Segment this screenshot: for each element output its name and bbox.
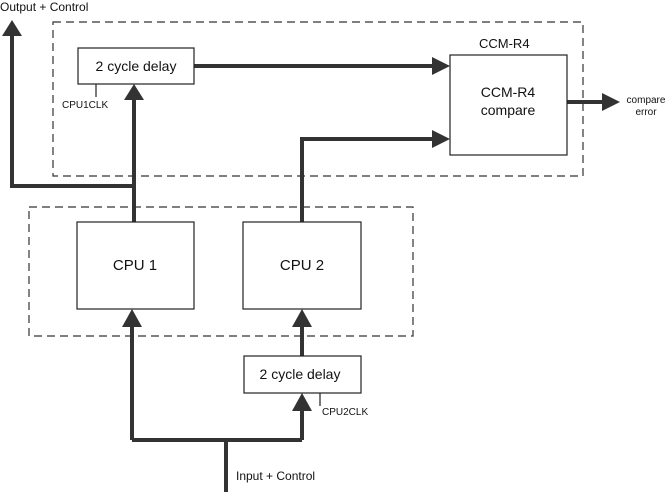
input-control-wire (130, 326, 304, 492)
delay-bottom-label: 2 cycle delay (260, 366, 341, 382)
ccm-to-error-arrowhead (602, 93, 620, 111)
cpu2clk-label: CPU2CLK (322, 407, 368, 418)
cpu1-to-delay-arrowhead (124, 84, 144, 100)
ccm-box-label-line2: compare (481, 102, 536, 118)
input-to-delay-arrowhead (292, 393, 312, 411)
cpu2-to-ccm-wire (300, 137, 434, 222)
delay-to-cpu2-arrowhead (292, 309, 312, 327)
input-to-cpu1-arrowhead (122, 309, 142, 327)
cpu2-box (242, 221, 362, 310)
delay-top-box (77, 47, 195, 85)
delay-to-ccm-arrowhead (432, 57, 450, 75)
ccm-box-label-line1: CCM-R4 (481, 84, 536, 100)
cpu2-to-ccm-arrowhead (432, 130, 450, 148)
output-control-wire (10, 34, 136, 222)
ccm-group-title: CCM-R4 (479, 36, 530, 51)
delay-top-label: 2 cycle delay (96, 58, 177, 74)
compare-error-label-line2: error (635, 107, 657, 118)
ccm-compare-box (449, 54, 568, 156)
delay-bottom-box (243, 355, 362, 394)
cpu2-label: CPU 2 (280, 257, 324, 274)
input-control-label: Input + Control (236, 469, 315, 483)
cpu1-box (76, 221, 195, 310)
compare-error-label-line1: compare (627, 95, 666, 106)
output-control-arrowhead (2, 20, 22, 36)
output-control-label: Output + Control (0, 0, 88, 14)
cpu-group-boundary (28, 206, 414, 337)
cpu1-label: CPU 1 (113, 257, 157, 274)
ccm-group-boundary (52, 21, 584, 177)
cpu1clk-label: CPU1CLK (62, 100, 108, 111)
